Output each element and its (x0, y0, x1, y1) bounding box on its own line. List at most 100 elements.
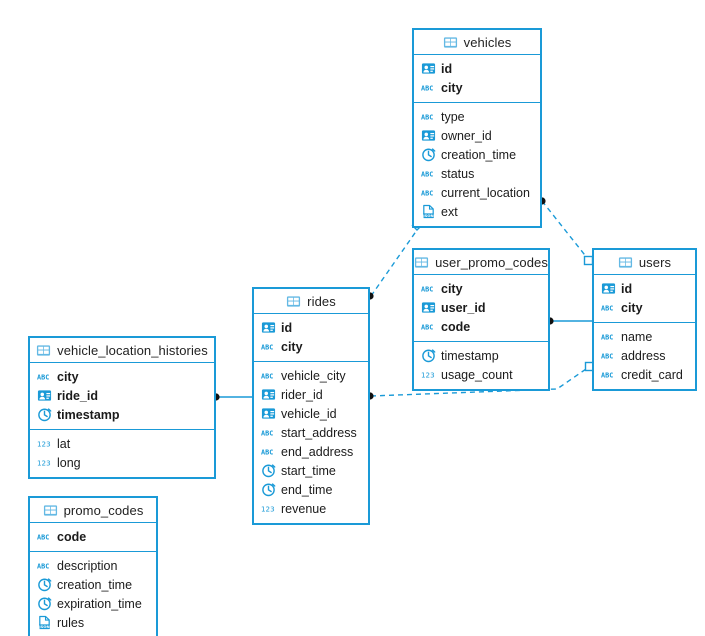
table-header[interactable]: user_promo_codes (414, 250, 548, 275)
abc-text-icon: ABC (261, 339, 276, 354)
table-icon (43, 503, 58, 518)
column-row[interactable]: expiration_time (30, 594, 156, 613)
svg-text:ABC: ABC (601, 304, 613, 312)
table-icon (443, 35, 458, 50)
column-name: start_time (281, 463, 336, 478)
svg-text:ABC: ABC (261, 372, 273, 380)
column-name: city (281, 339, 303, 354)
table-header[interactable]: vehicles (414, 30, 540, 55)
column-name: type (441, 109, 465, 124)
svg-text:123: 123 (37, 439, 51, 448)
column-name: ride_id (57, 388, 98, 403)
column-row[interactable]: start_time (254, 461, 368, 480)
key-id-icon (261, 406, 276, 421)
column-row[interactable]: timestamp (30, 405, 214, 424)
column-row[interactable]: 123 usage_count (414, 365, 548, 384)
column-row[interactable]: ABC city (254, 337, 368, 356)
column-name: address (621, 348, 666, 363)
column-row[interactable]: id (254, 318, 368, 337)
abc-text-icon: ABC (421, 281, 436, 296)
column-row[interactable]: creation_time (30, 575, 156, 594)
column-row[interactable]: creation_time (414, 145, 540, 164)
table-header[interactable]: promo_codes (30, 498, 156, 523)
number-123-icon: 123 (421, 367, 436, 382)
table-title: vehicle_location_histories (57, 342, 208, 358)
abc-text-icon: ABC (421, 80, 436, 95)
column-row[interactable]: ride_id (30, 386, 214, 405)
abc-text-icon: ABC (37, 369, 52, 384)
svg-text:ABC: ABC (37, 533, 49, 541)
column-row[interactable]: ABC status (414, 164, 540, 183)
table-header[interactable]: vehicle_location_histories (30, 338, 214, 363)
column-name: description (57, 558, 118, 573)
column-name: usage_count (441, 367, 513, 382)
column-row[interactable]: id (594, 279, 695, 298)
column-name: id (281, 320, 293, 335)
column-name: id (621, 281, 633, 296)
column-row[interactable]: timestamp (414, 346, 548, 365)
svg-text:ABC: ABC (421, 323, 433, 331)
key-id-icon (421, 300, 436, 315)
table-header[interactable]: rides (254, 289, 368, 314)
json-icon: JSON (37, 615, 52, 630)
abc-text-icon: ABC (37, 529, 52, 544)
clock-icon (421, 348, 436, 363)
column-row[interactable]: rider_id (254, 385, 368, 404)
json-icon: JSON (421, 204, 436, 219)
edge-user-promo-codes-to-users (546, 317, 594, 325)
column-row[interactable]: owner_id (414, 126, 540, 145)
number-123-icon: 123 (261, 501, 276, 516)
table-icon (36, 343, 51, 358)
table-icon (618, 255, 633, 270)
column-name: expiration_time (57, 596, 142, 611)
column-row[interactable]: ABC type (414, 107, 540, 126)
column-name: status (441, 166, 475, 181)
abc-text-icon: ABC (261, 444, 276, 459)
svg-text:ABC: ABC (261, 343, 273, 351)
abc-text-icon: ABC (421, 109, 436, 124)
column-row[interactable]: user_id (414, 298, 548, 317)
key-id-icon (601, 281, 616, 296)
column-row[interactable]: id (414, 59, 540, 78)
column-row[interactable]: ABC city (30, 367, 214, 386)
column-name: creation_time (57, 577, 133, 592)
abc-text-icon: ABC (421, 319, 436, 334)
column-row[interactable]: vehicle_id (254, 404, 368, 423)
column-name: city (57, 369, 79, 384)
table-header[interactable]: users (594, 250, 695, 275)
key-id-icon (261, 320, 276, 335)
abc-text-icon: ABC (601, 329, 616, 344)
abc-text-icon: ABC (421, 185, 436, 200)
column-name: end_time (281, 482, 333, 497)
column-row[interactable]: end_time (254, 480, 368, 499)
svg-text:123: 123 (261, 504, 275, 513)
abc-text-icon: ABC (421, 166, 436, 181)
